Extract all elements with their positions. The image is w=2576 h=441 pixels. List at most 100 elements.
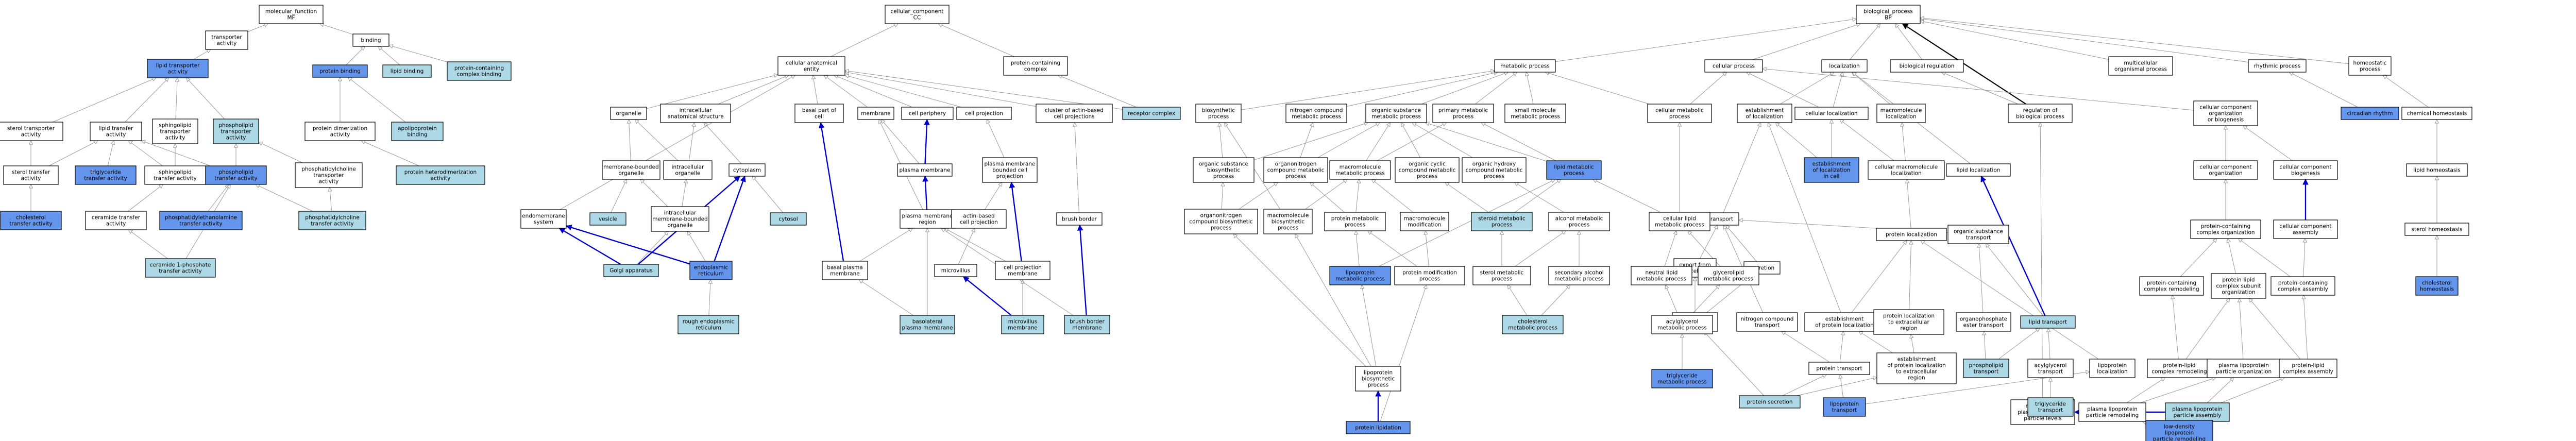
go-term-plasma-membrane: plasma membrane bbox=[897, 163, 953, 177]
term-box bbox=[1651, 369, 1713, 388]
term-label-line: cholesterol bbox=[2422, 280, 2452, 286]
term-box bbox=[2190, 219, 2261, 239]
edge-basal_plasma_membrane-to-plasma_membrane_region bbox=[859, 228, 913, 262]
term-label-line: lipid homeostasis bbox=[2413, 167, 2461, 174]
term-label-line: microvillus bbox=[941, 268, 971, 274]
term-label-line: protein-lipid bbox=[2163, 363, 2195, 369]
term-box bbox=[1649, 212, 1710, 231]
term-box bbox=[651, 206, 709, 232]
term-label-line: process bbox=[1417, 174, 1437, 180]
term-label-line: sterol transporter bbox=[7, 126, 55, 132]
term-label-line: glycerolipid bbox=[1713, 270, 1744, 276]
term-label-line: reticulum bbox=[698, 271, 724, 277]
term-label-line: compound metabolic bbox=[1399, 167, 1456, 174]
edge-cell_projection_membrane-to-plasma_membrane_region bbox=[944, 228, 1006, 262]
term-box bbox=[610, 107, 647, 120]
edge-cholesterol_mp-to-secondary_alcohol_mp bbox=[1541, 284, 1571, 316]
term-label-line: process bbox=[1278, 225, 1298, 231]
term-label-line: macromolecule bbox=[1404, 216, 1446, 222]
term-box bbox=[1263, 157, 1328, 183]
edge-protein_containing_complex_organization-to-cellular_component_organization bbox=[2223, 178, 2228, 220]
term-label-line: of protein localization bbox=[1887, 363, 1946, 369]
term-label-line: cellular component bbox=[2279, 224, 2331, 230]
edge-alcohol_mp-to-organic_hydroxy_compound_mp bbox=[1514, 182, 1564, 213]
term-label-line: activity bbox=[21, 176, 41, 182]
term-label-line: establishment bbox=[1825, 316, 1864, 323]
term-label-line: organic substance bbox=[1371, 108, 1421, 114]
term-label-line: basal plasma bbox=[827, 265, 862, 271]
term-label-line: biosynthetic bbox=[1272, 219, 1305, 225]
term-label-line: biological regulation bbox=[1900, 63, 1955, 70]
term-label-line: cell projection bbox=[1004, 265, 1042, 271]
edge-cellular_mp-to-metabolic_process bbox=[1545, 71, 1650, 105]
term-label-line: plasma lipoprotein bbox=[2172, 406, 2223, 413]
term-box bbox=[2211, 273, 2266, 299]
term-label-line: transport bbox=[1966, 235, 1991, 241]
term-label-line: metabolic process bbox=[1554, 276, 1604, 282]
edge-lipid_binding-to-binding bbox=[378, 46, 400, 65]
term-label-line: complex bbox=[1024, 66, 1047, 73]
term-label-line: bounded cell bbox=[992, 167, 1027, 174]
term-label-line: organophosphate bbox=[1960, 316, 2007, 323]
term-box bbox=[1394, 266, 1465, 285]
edge-acylglycerol_transport-to-lipid_transport bbox=[2046, 327, 2051, 360]
edge-organonitrogen_compound_mp-to-nitrogen_compound_mp bbox=[1300, 122, 1314, 158]
term-label-line: BP bbox=[1885, 15, 1892, 21]
edge-pc_transporter_activity-to-phospholipid_transporter_activity bbox=[258, 142, 303, 163]
term-label-line: transport bbox=[1832, 408, 1857, 414]
term-box bbox=[1122, 107, 1181, 120]
term-label-line: sterol homeostasis bbox=[2412, 227, 2463, 233]
term-label-line: rough endoplasmic bbox=[683, 319, 735, 325]
go-term-binding: binding bbox=[352, 33, 389, 47]
term-label-line: lipoprotein bbox=[1364, 370, 1393, 376]
term-label-line: cell projection bbox=[960, 219, 998, 226]
term-box bbox=[1365, 104, 1427, 123]
term-label-line: small molecule bbox=[1515, 108, 1555, 114]
term-label-line: compound biosynthetic bbox=[1189, 219, 1252, 225]
edge-plasma_lipoprotein_particle_organization-to-protein_lipid_complex_subunit_organization bbox=[2237, 297, 2244, 360]
term-label-line: protein dimerization bbox=[313, 126, 367, 132]
term-label-line: localization bbox=[2097, 369, 2127, 375]
term-box bbox=[2145, 420, 2213, 441]
edge-secretion-to-transport bbox=[1725, 225, 1757, 262]
edge-cellular_component_biogenesis-to-cellular_component_organization_or_biogenesis bbox=[2242, 125, 2293, 161]
edge-protein_lipidation-to-lipoprotein_biosynthetic_process bbox=[1375, 390, 1381, 421]
term-label-line: cholesterol bbox=[1518, 319, 1548, 325]
edge-pe_transfer_activity-to-phospholipid_transfer_activity bbox=[208, 184, 229, 212]
edge-establishment_of_localization-to-localization bbox=[1780, 72, 1835, 105]
go-term-chemical-homeostasis: chemical homeostasis bbox=[2401, 107, 2472, 120]
edge-localization-to-biological_process bbox=[1849, 23, 1881, 60]
term-label-line: plasma membrane bbox=[900, 167, 951, 174]
term-box bbox=[2348, 56, 2392, 76]
term-label-line: metabolic process bbox=[1335, 276, 1385, 282]
edge-plasma_membrane-to-cell_periphery bbox=[924, 118, 930, 164]
term-label-line: ester transport bbox=[1963, 323, 2004, 329]
term-box bbox=[1963, 359, 2009, 378]
term-label-line: localization bbox=[1829, 63, 1859, 70]
edge-protein_modification_process-to-macromolecule_modification bbox=[1423, 230, 1429, 267]
edge-cellular_macromolecule_localization-to-macromolecule_localization bbox=[1900, 122, 1906, 161]
term-label-line: reticulum bbox=[696, 325, 721, 331]
edge-protein_localization-to-cellular_macromolecule_localization bbox=[1905, 178, 1911, 229]
term-label-line: protein heterodimerization bbox=[404, 169, 477, 176]
term-label-line: membrane bbox=[861, 111, 890, 117]
term-box bbox=[1064, 315, 1110, 334]
term-box bbox=[956, 107, 1012, 120]
edge-protein_containing_complex-to-cellular_component bbox=[938, 23, 1014, 57]
term-box bbox=[2404, 223, 2469, 236]
term-box bbox=[1631, 266, 1692, 285]
term-box bbox=[1947, 225, 2009, 244]
